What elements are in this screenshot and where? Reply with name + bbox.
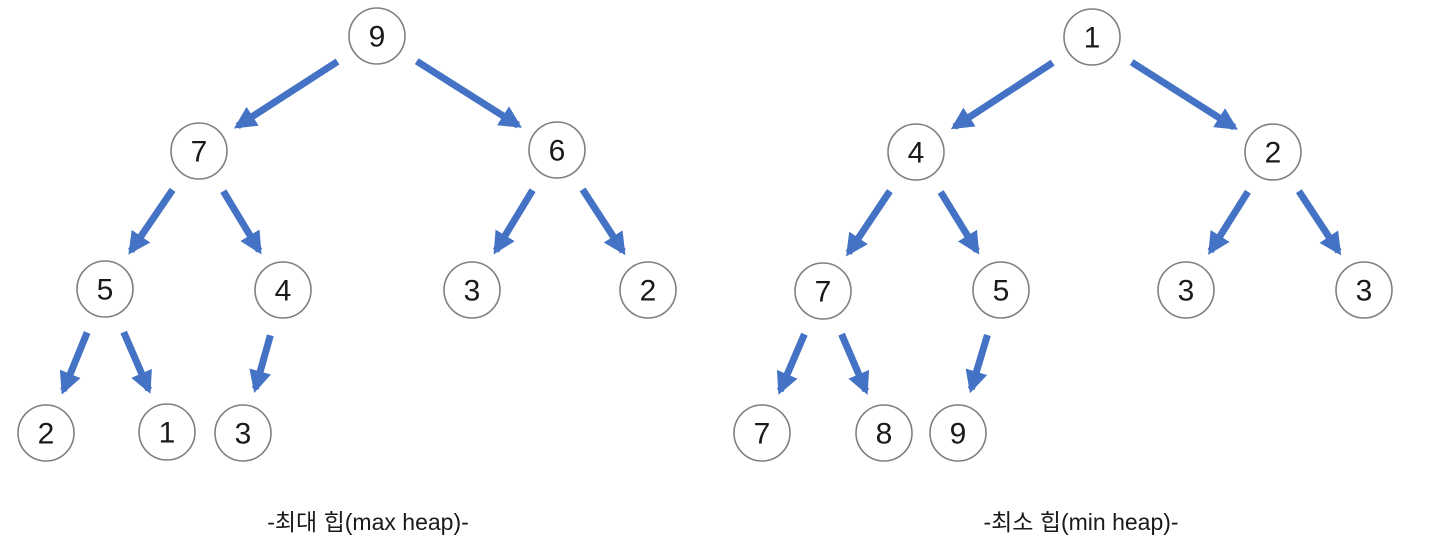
tree-node-max-heap-6: 2 bbox=[619, 261, 677, 319]
tree-max-heap: 9 7 6 5 4 3 2 2 1 3 bbox=[17, 7, 677, 462]
edge-arrow-icon bbox=[579, 187, 626, 256]
edge-arrow-icon bbox=[414, 58, 522, 129]
edge-arrow-icon bbox=[776, 332, 808, 395]
tree-node-max-heap-5: 3 bbox=[443, 261, 501, 319]
node-circle bbox=[794, 262, 852, 320]
edge-arrow-icon bbox=[845, 189, 893, 257]
tree-node-min-heap-7: 7 bbox=[733, 404, 791, 462]
edge-arrow-icon bbox=[492, 188, 536, 255]
tree-node-min-heap-1: 4 bbox=[887, 123, 945, 181]
edge-arrow-icon bbox=[838, 332, 870, 395]
tree-node-min-heap-9: 9 bbox=[929, 404, 987, 462]
tree-node-max-heap-7: 2 bbox=[17, 404, 75, 462]
node-value: 5 bbox=[993, 275, 1010, 308]
tree-node-max-heap-0: 9 bbox=[348, 7, 406, 65]
node-circle bbox=[929, 404, 987, 462]
edge-arrow-icon bbox=[220, 189, 263, 255]
node-value: 3 bbox=[1178, 275, 1195, 308]
edge-arrow-icon bbox=[965, 334, 991, 394]
node-value: 7 bbox=[754, 418, 771, 451]
node-circle bbox=[1157, 261, 1215, 319]
node-value: 9 bbox=[950, 418, 967, 451]
node-value: 9 bbox=[369, 21, 386, 54]
node-value: 1 bbox=[1084, 22, 1101, 55]
tree-node-max-heap-1: 7 bbox=[170, 122, 228, 180]
tree-node-min-heap-5: 3 bbox=[1157, 261, 1215, 319]
node-circle bbox=[619, 261, 677, 319]
node-value: 2 bbox=[640, 275, 657, 308]
edge-arrow-icon bbox=[59, 331, 91, 395]
node-value: 7 bbox=[815, 276, 832, 309]
edge-arrow-icon bbox=[1129, 59, 1238, 131]
tree-node-min-heap-2: 2 bbox=[1244, 123, 1302, 181]
edge-arrow-icon bbox=[128, 187, 176, 255]
node-circle bbox=[855, 404, 913, 462]
edge-arrow-icon bbox=[1207, 189, 1251, 255]
node-value: 8 bbox=[876, 418, 893, 451]
node-value: 1 bbox=[159, 417, 176, 450]
node-value: 7 bbox=[191, 136, 208, 169]
tree-node-max-heap-3: 5 bbox=[76, 260, 134, 318]
node-circle bbox=[170, 122, 228, 180]
node-value: 3 bbox=[235, 418, 252, 451]
node-circle bbox=[1244, 123, 1302, 181]
node-circle bbox=[972, 261, 1030, 319]
tree-node-min-heap-6: 3 bbox=[1335, 261, 1393, 319]
edge-arrow-icon bbox=[233, 58, 340, 129]
edge-arrow-icon bbox=[950, 59, 1055, 130]
node-circle bbox=[443, 261, 501, 319]
node-circle bbox=[214, 404, 272, 462]
node-value: 6 bbox=[549, 135, 566, 168]
tree-node-max-heap-9: 3 bbox=[214, 404, 272, 462]
edge-arrow-icon bbox=[120, 330, 152, 394]
node-value: 2 bbox=[1265, 137, 1282, 170]
node-value: 3 bbox=[1356, 275, 1373, 308]
tree-min-heap: 1 4 2 7 5 3 3 7 8 9 bbox=[733, 8, 1393, 462]
node-circle bbox=[138, 403, 196, 461]
node-circle bbox=[17, 404, 75, 462]
node-circle bbox=[887, 123, 945, 181]
node-value: 3 bbox=[464, 275, 481, 308]
tree-node-min-heap-3: 7 bbox=[794, 262, 852, 320]
node-circle bbox=[528, 121, 586, 179]
node-value: 2 bbox=[38, 418, 55, 451]
caption-max-heap: -최대 힙(max heap)- bbox=[267, 509, 469, 535]
tree-node-max-heap-8: 1 bbox=[138, 403, 196, 461]
node-circle bbox=[254, 261, 312, 319]
edge-arrow-icon bbox=[1295, 189, 1342, 256]
node-value: 4 bbox=[275, 275, 292, 308]
edge-arrow-icon bbox=[249, 334, 274, 394]
node-circle bbox=[1063, 8, 1121, 66]
node-value: 4 bbox=[908, 137, 925, 170]
tree-node-min-heap-4: 5 bbox=[972, 261, 1030, 319]
node-circle bbox=[76, 260, 134, 318]
tree-node-max-heap-4: 4 bbox=[254, 261, 312, 319]
edge-arrow-icon bbox=[937, 190, 980, 255]
tree-node-min-heap-0: 1 bbox=[1063, 8, 1121, 66]
caption-min-heap: -최소 힙(min heap)- bbox=[983, 509, 1179, 535]
node-circle bbox=[348, 7, 406, 65]
node-circle bbox=[1335, 261, 1393, 319]
node-value: 5 bbox=[97, 274, 114, 307]
tree-node-max-heap-2: 6 bbox=[528, 121, 586, 179]
node-circle bbox=[733, 404, 791, 462]
tree-node-min-heap-8: 8 bbox=[855, 404, 913, 462]
